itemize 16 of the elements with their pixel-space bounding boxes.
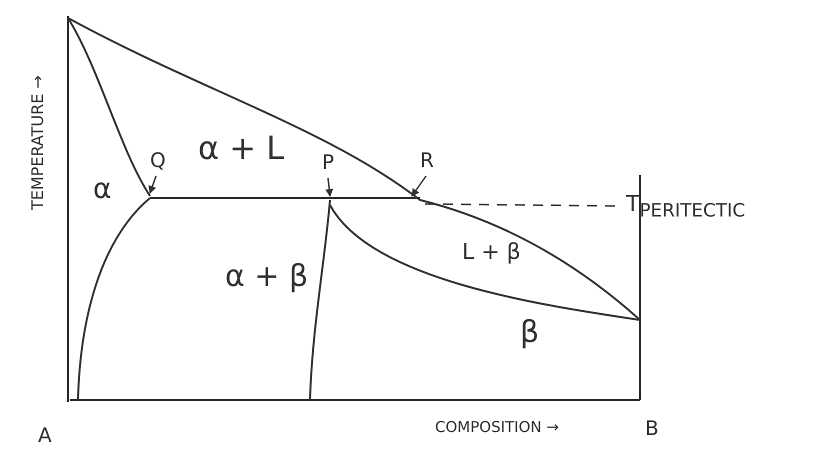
axis-title: COMPOSITION → <box>435 420 559 435</box>
end-member-label: A <box>38 425 52 445</box>
point-label: R <box>420 150 434 170</box>
axis-value-label: T$_{PERITECTIC}$ <box>626 194 746 221</box>
end-member-label: B <box>645 418 659 438</box>
point-label: P <box>322 152 334 172</box>
region-label: β <box>520 318 540 348</box>
point-label: Q <box>150 150 166 170</box>
leader-arrow <box>148 176 157 194</box>
region-label: L + β <box>462 242 521 264</box>
region-label: α + β <box>225 262 308 292</box>
region-label: α + L <box>198 132 284 164</box>
axis-title: TEMPERATURE → <box>30 75 46 210</box>
leader-arrow <box>411 176 427 197</box>
region-label: α <box>93 175 112 203</box>
leader-arrow <box>325 178 334 197</box>
